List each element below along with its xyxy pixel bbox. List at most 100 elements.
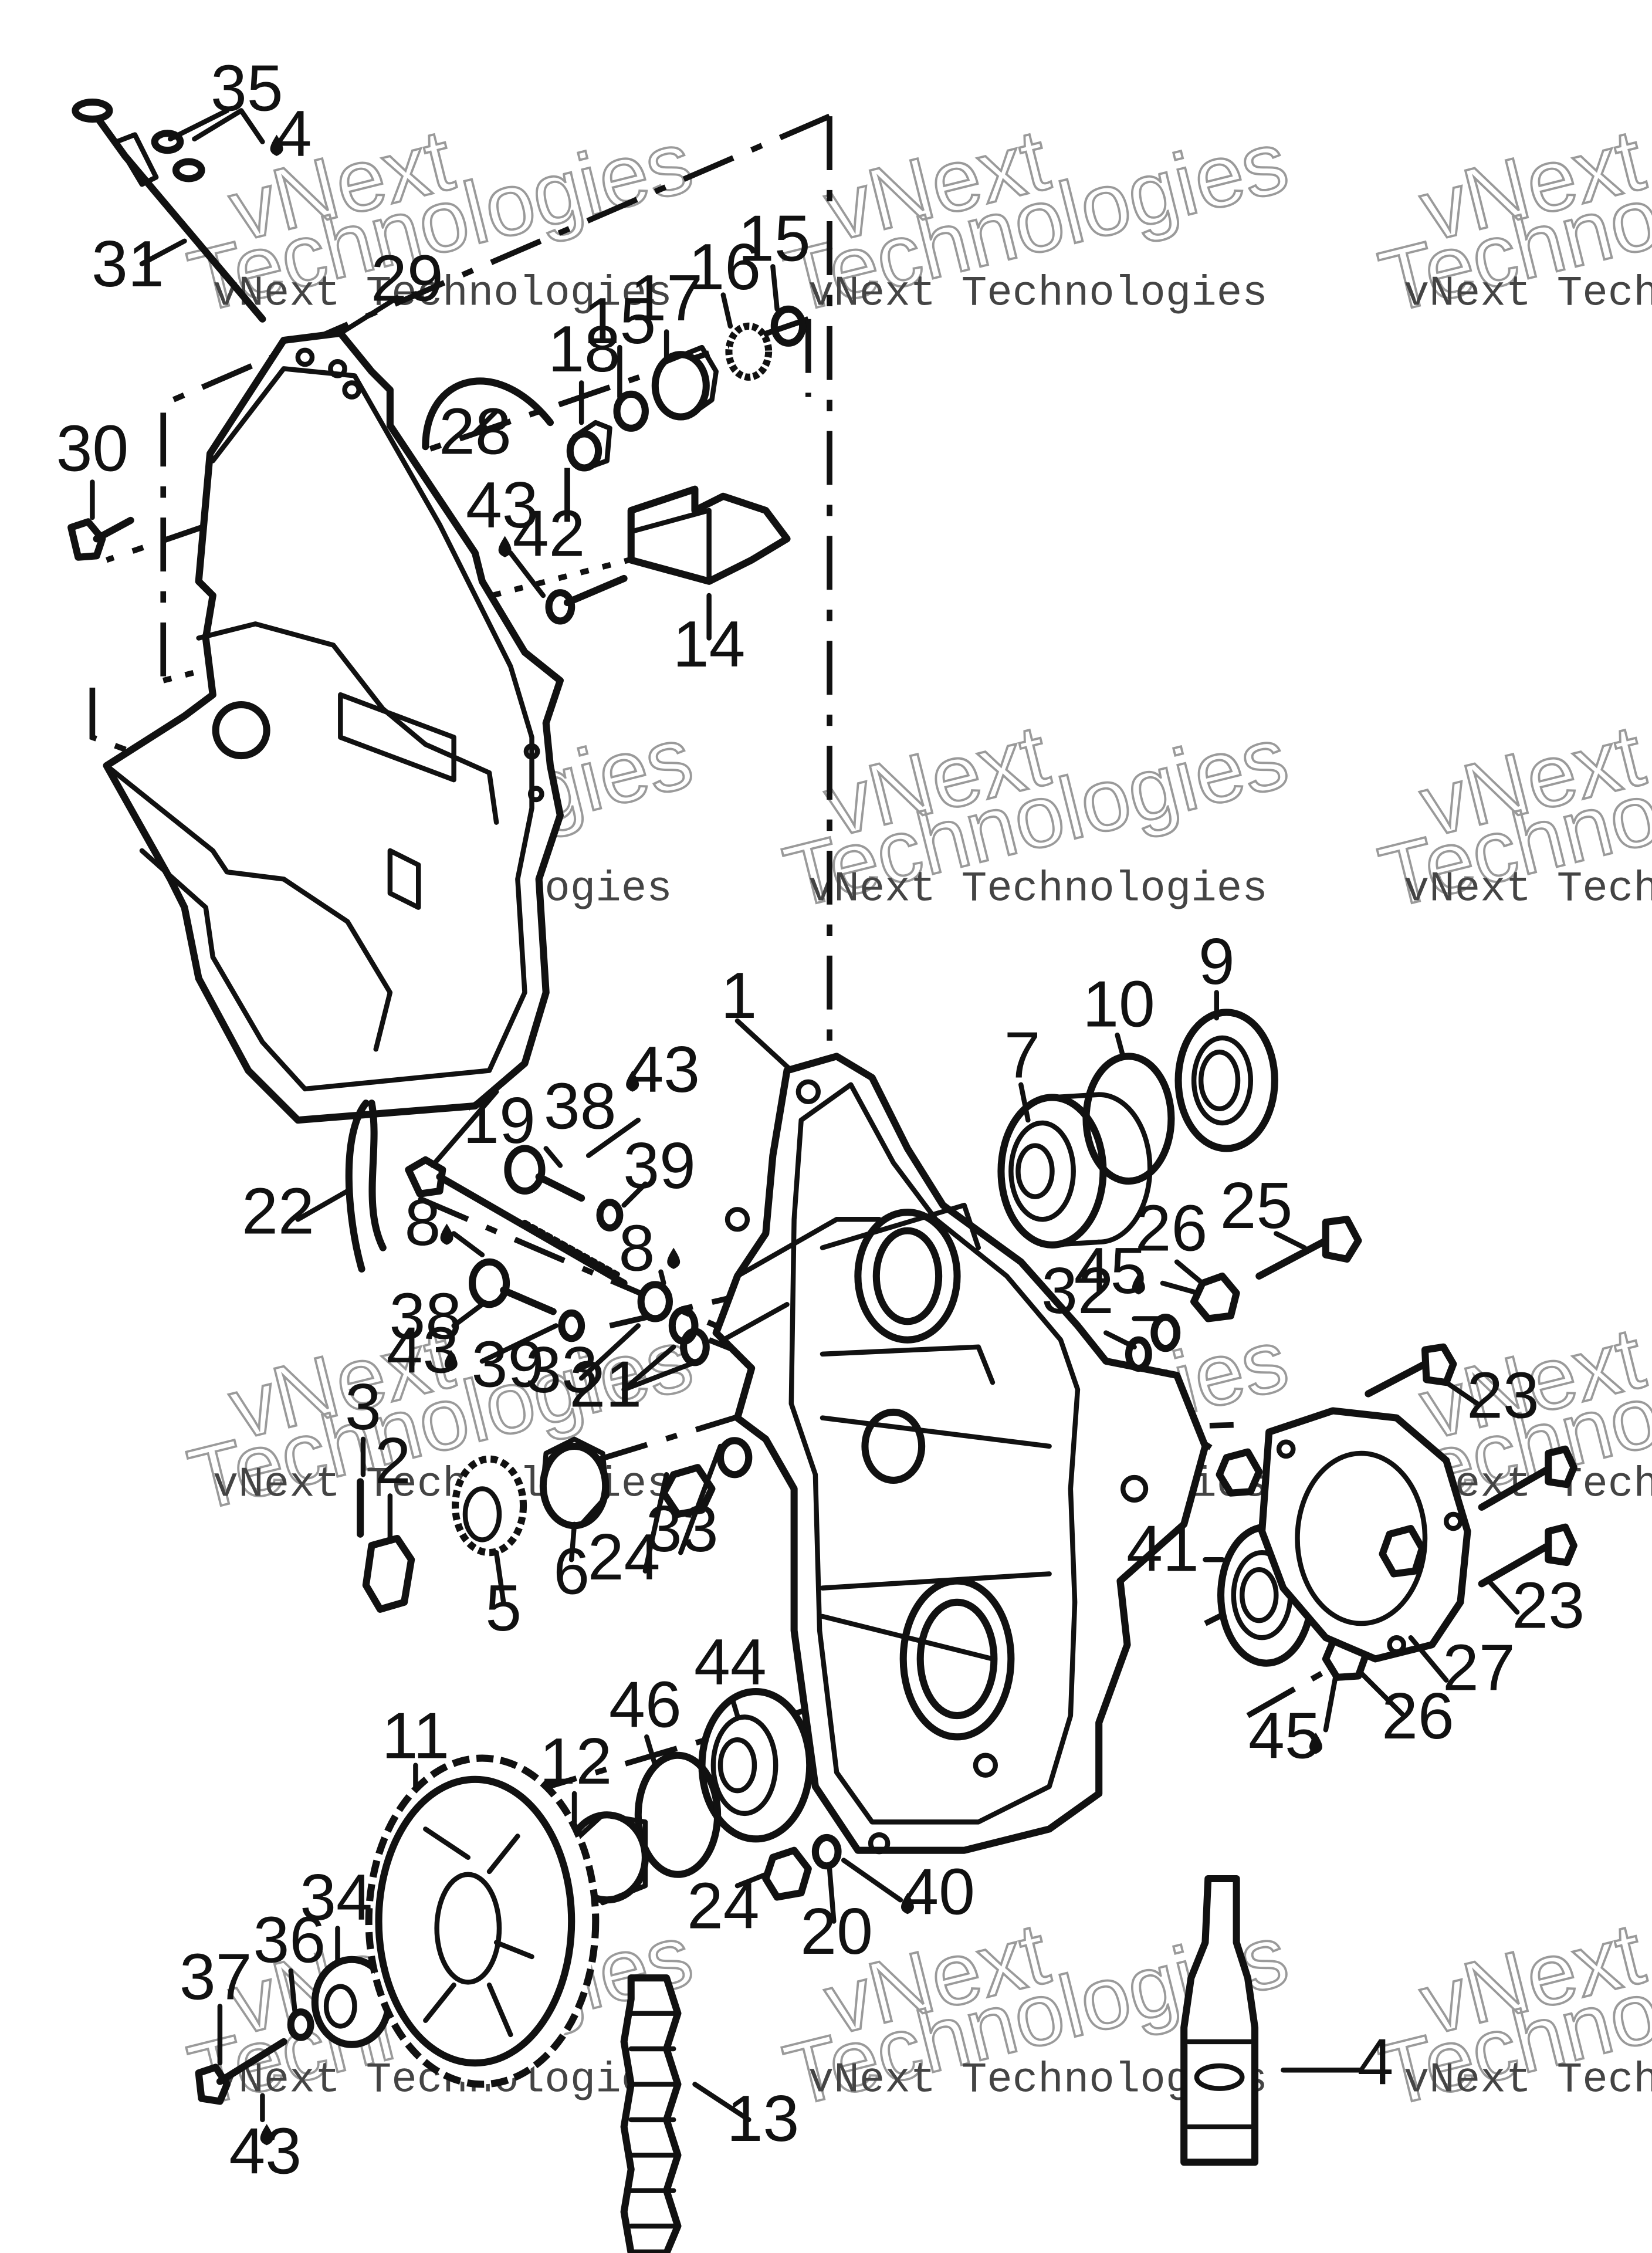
callout-23: 23	[1467, 1359, 1539, 1432]
callout-26: 26	[1135, 1191, 1208, 1264]
callout-6: 6	[553, 1534, 590, 1608]
bearing-7	[997, 1092, 1153, 1249]
circlip-46	[634, 1751, 722, 1878]
watermark-caption: vNext Technologies	[1404, 2056, 1652, 2105]
oring-21b	[680, 1328, 710, 1366]
bolt-23c	[1478, 1523, 1577, 1588]
bearing-housing-27	[1258, 1407, 1471, 1663]
callout-12: 12	[540, 1724, 612, 1798]
callout-15: 15	[738, 202, 811, 275]
bracket-14	[627, 485, 791, 585]
callout-22: 22	[242, 1174, 314, 1247]
callout-8: 8	[618, 1211, 655, 1284]
seal-9	[1174, 1009, 1278, 1152]
oil-drop-icon	[1132, 1273, 1145, 1295]
callout-13: 13	[727, 2082, 800, 2155]
callout-42: 42	[513, 496, 585, 570]
bearing-17	[651, 344, 719, 421]
screw-38a	[504, 1145, 585, 1202]
cotter-pin-22	[345, 1100, 387, 1273]
washer-15a	[613, 390, 649, 432]
callout-10: 10	[1082, 967, 1155, 1041]
callout-38: 38	[389, 1279, 462, 1352]
callout-43: 43	[229, 2115, 302, 2188]
callout-14: 14	[673, 607, 746, 681]
watermark-caption: vNext Technologies	[808, 865, 1268, 914]
oil-drop-icon	[444, 1349, 458, 1371]
bolt-19	[405, 1156, 628, 1287]
callout-4: 4	[276, 97, 312, 170]
oil-drop-icon	[626, 1070, 639, 1092]
callout-7: 7	[1004, 1019, 1041, 1092]
oil-drop-icons	[260, 134, 1322, 2146]
callout-28: 28	[439, 394, 512, 468]
dipstick-31	[72, 98, 266, 323]
callout-3: 3	[345, 1370, 381, 1443]
hardware	[67, 98, 1577, 2166]
callout-5: 5	[485, 1571, 522, 1645]
nut-24b	[762, 1846, 812, 1901]
callout-27: 27	[1443, 1631, 1515, 1704]
leader-lines	[90, 108, 1520, 2123]
callout-23: 23	[1512, 1568, 1585, 1642]
callout-39: 39	[623, 1129, 696, 1202]
nut-2	[362, 1534, 415, 1613]
callout-16: 16	[688, 230, 761, 303]
callout-9: 9	[1199, 925, 1235, 998]
callout-17: 17	[630, 261, 703, 334]
screw-38b	[469, 1258, 557, 1315]
washer-36	[287, 2008, 314, 2041]
callout-43: 43	[466, 468, 539, 542]
sprocket-5	[452, 1455, 527, 1557]
callout-11: 11	[382, 1699, 449, 1772]
washer-33b	[716, 1437, 753, 1479]
needle-bearing-16	[725, 322, 773, 381]
callout-21: 21	[569, 1347, 642, 1420]
callout-29: 29	[371, 241, 444, 314]
spacer-6	[539, 1436, 610, 1530]
washer-39b	[558, 1309, 585, 1342]
washer-39a	[596, 1199, 624, 1232]
callout-labels: 35 4 3 1 29 30 28 18 15 17 16 15 43 42 14…	[56, 51, 1585, 2187]
callout-4: 4	[1358, 2025, 1394, 2098]
oil-drop-icon	[498, 536, 512, 557]
callout-30: 30	[56, 411, 129, 485]
oil-drop-icon	[440, 1223, 453, 1245]
callout-1: 1	[720, 959, 757, 1032]
oring-35a	[151, 130, 184, 154]
oil-drop-icon	[667, 1247, 681, 1269]
screw-42	[545, 574, 628, 625]
callout-24: 24	[687, 1869, 760, 1943]
circlip-10	[1082, 1053, 1175, 1185]
callout-15: 15	[584, 284, 656, 357]
bolt-25	[1255, 1216, 1362, 1280]
bolt-23b	[1478, 1445, 1577, 1511]
callout-24: 24	[588, 1520, 661, 1594]
callout-46: 46	[609, 1667, 682, 1741]
oring-35b	[172, 158, 205, 182]
callout-35: 35	[211, 51, 283, 124]
callout-33: 33	[525, 1333, 598, 1406]
watermark-caption: vNext Technologies	[1404, 865, 1652, 914]
bolt-30	[67, 516, 134, 561]
callout-26: 26	[1382, 1679, 1454, 1753]
callout-33: 33	[646, 1492, 719, 1565]
oil-bottle-4	[1180, 1875, 1259, 2166]
callout-19: 19	[463, 1084, 536, 1157]
oil-drop-icon	[901, 1893, 914, 1914]
callout-25: 25	[1220, 1169, 1293, 1242]
callout-18: 18	[548, 312, 621, 385]
oil-drop-icon	[260, 2124, 273, 2146]
chain-13	[620, 1974, 682, 2253]
callout-41: 41	[1126, 1512, 1199, 1585]
callout-44: 44	[694, 1625, 767, 1699]
callout-45: 45	[1074, 1234, 1147, 1307]
callout-40: 40	[902, 1855, 975, 1928]
bolt-37	[195, 2038, 287, 2105]
callout-43: 43	[387, 1313, 459, 1386]
nut-plate	[1216, 1448, 1263, 1497]
callout-37: 37	[180, 1940, 252, 2013]
chaincase-cover	[103, 329, 564, 1124]
callout-20: 20	[800, 1895, 873, 1968]
